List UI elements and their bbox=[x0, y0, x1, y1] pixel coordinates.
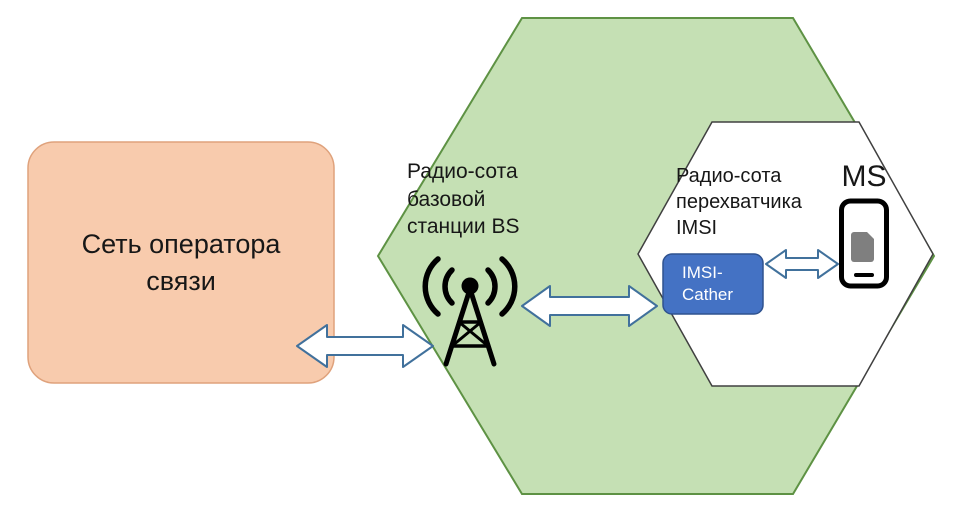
arrow-operator-bs bbox=[296, 324, 434, 368]
sim-card-icon bbox=[851, 232, 874, 262]
imsi-catcher-box bbox=[662, 253, 764, 315]
imsi-catcher-label-text: IMSI-Cather bbox=[682, 262, 734, 304]
arrow-bs-imsi-catcher bbox=[521, 285, 658, 327]
operator-network-box bbox=[27, 141, 335, 384]
imsi-cell-label: Радио-сота перехватчика IMSI bbox=[676, 165, 802, 239]
arrow-imsi-catcher-ms bbox=[765, 249, 839, 279]
antenna-icon bbox=[422, 256, 518, 367]
operator-network-label: Сеть оператора связи bbox=[81, 229, 281, 296]
ms-label: MS bbox=[841, 160, 887, 193]
bs-cell-label: Радио-сота базовой станции BS bbox=[407, 160, 520, 239]
phone-icon bbox=[839, 198, 889, 289]
imsi-catcher-label: IMSI-Cather bbox=[663, 254, 763, 314]
